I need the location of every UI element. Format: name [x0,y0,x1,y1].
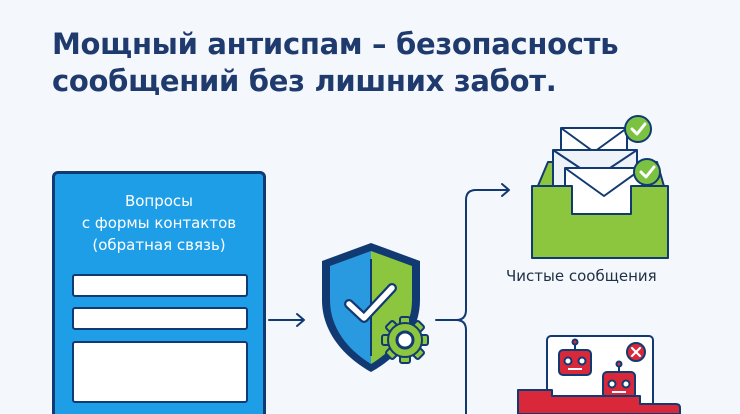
arrow-form-to-shield [268,313,305,327]
branch-arrows [435,183,510,414]
envelope-tray-icon [531,115,669,259]
contact-form-panel: Вопросы с формы контактов (обратная связ… [52,171,266,414]
clean-messages-label: Чистые сообщения [506,267,657,285]
headline-line-1: Мощный антиспам – безопасность [52,27,619,61]
form-title-line-2: с формы контактов [81,214,237,232]
form-field-1 [72,274,248,297]
headline: Мощный антиспам – безопасность сообщений… [52,26,692,100]
form-title-line-3: (обратная связь) [92,236,226,254]
form-title: Вопросы с формы контактов (обратная связ… [55,190,263,256]
gear-icon [381,316,429,364]
form-message-field [72,341,248,403]
robot-tray-icon [517,335,681,414]
form-field-2 [72,307,248,330]
headline-line-2: сообщений без лишних забот. [52,64,557,98]
form-title-line-1: Вопросы [124,192,194,210]
